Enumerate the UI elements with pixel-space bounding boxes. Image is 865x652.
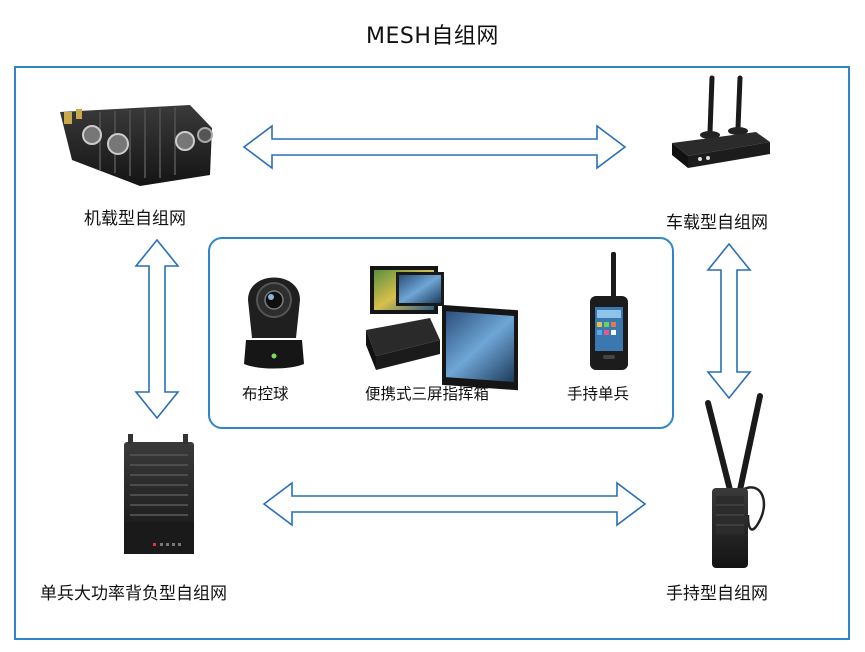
vehicle-device-image bbox=[672, 75, 770, 168]
outer-frame bbox=[14, 66, 850, 640]
link-arrow-airborne-backpack bbox=[134, 238, 180, 420]
handset-image bbox=[590, 252, 628, 370]
link-arrow-airborne-vehicle bbox=[242, 124, 627, 170]
backpack-mesh-label: 单兵大功率背负型自组网 bbox=[40, 584, 227, 604]
handheld-device-image bbox=[705, 393, 766, 568]
command-box-label: 便携式三屏指挥箱 bbox=[365, 385, 490, 403]
link-arrow-backpack-handheld bbox=[262, 481, 647, 527]
ptz-camera-label: 布控球 bbox=[242, 385, 289, 403]
link-arrow-vehicle-handheld bbox=[706, 242, 752, 400]
diagram-title: MESH自组网 bbox=[366, 24, 499, 49]
handheld-mesh-label: 手持型自组网 bbox=[666, 584, 768, 604]
command-box-image bbox=[366, 266, 518, 391]
backpack-device-image bbox=[124, 434, 194, 554]
airborne-device-image bbox=[60, 105, 213, 186]
vehicle-mesh-label: 车载型自组网 bbox=[666, 213, 768, 233]
handset-label: 手持单兵 bbox=[567, 385, 630, 403]
airborne-mesh-label: 机载型自组网 bbox=[84, 209, 186, 229]
ptz-camera-image bbox=[244, 277, 304, 369]
terminal-group-frame bbox=[208, 237, 674, 429]
